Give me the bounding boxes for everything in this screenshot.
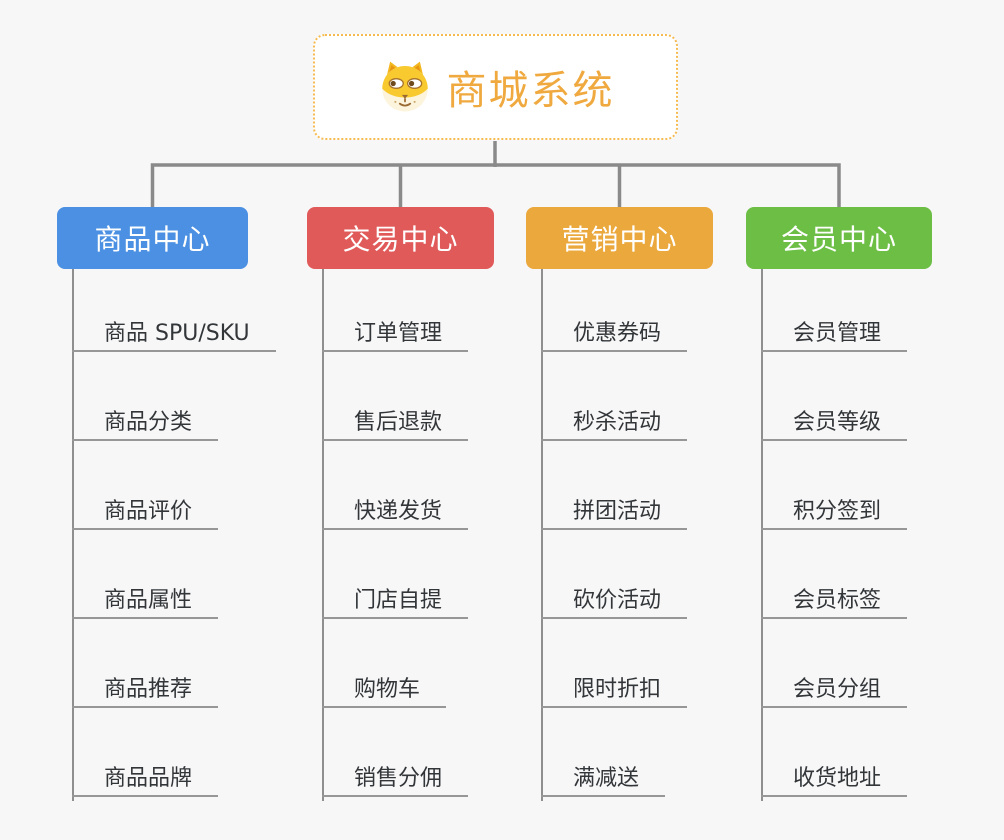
leaf-node[interactable]: 收货地址	[761, 761, 908, 797]
leaf-node[interactable]: 购物车	[322, 672, 447, 708]
dog-face-icon	[381, 61, 428, 112]
leaf-node[interactable]: 会员等级	[761, 405, 908, 441]
branch-bracket-line	[150, 163, 841, 207]
leaf-node[interactable]: 商品 SPU/SKU	[72, 316, 276, 352]
leaf-node[interactable]: 限时折扣	[541, 672, 688, 708]
leaf-node[interactable]: 订单管理	[322, 316, 469, 352]
leaf-node[interactable]: 商品分类	[72, 405, 219, 441]
leaf-node[interactable]: 满减送	[541, 761, 666, 797]
branch-member-center[interactable]: 会员中心	[746, 207, 932, 269]
leaf-node[interactable]: 优惠券码	[541, 316, 688, 352]
leaf-node[interactable]: 商品属性	[72, 583, 219, 619]
column-trunk-line	[761, 269, 763, 801]
leaf-node[interactable]: 商品推荐	[72, 672, 219, 708]
leaf-node[interactable]: 销售分佣	[322, 761, 469, 797]
leaf-node[interactable]: 会员管理	[761, 316, 908, 352]
branch-product-center[interactable]: 商品中心	[57, 207, 248, 269]
leaf-node[interactable]: 拼团活动	[541, 494, 688, 530]
branch-trade-center[interactable]: 交易中心	[307, 207, 494, 269]
root-node[interactable]: 商城系统	[313, 34, 678, 140]
leaf-node[interactable]: 门店自提	[322, 583, 469, 619]
leaf-node[interactable]: 商品评价	[72, 494, 219, 530]
leaf-node[interactable]: 会员标签	[761, 583, 908, 619]
leaf-node[interactable]: 会员分组	[761, 672, 908, 708]
leaf-node[interactable]: 商品品牌	[72, 761, 219, 797]
column-trunk-line	[322, 269, 324, 801]
column-trunk-line	[541, 269, 543, 801]
leaf-node[interactable]: 砍价活动	[541, 583, 688, 619]
leaf-node[interactable]: 售后退款	[322, 405, 469, 441]
branch-marketing-center[interactable]: 营销中心	[526, 207, 713, 269]
column-trunk-line	[72, 269, 74, 801]
leaf-node[interactable]: 秒杀活动	[541, 405, 688, 441]
root-node-title: 商城系统	[446, 68, 615, 114]
leaf-node[interactable]: 积分签到	[761, 494, 908, 530]
leaf-node[interactable]: 快递发货	[322, 494, 469, 530]
